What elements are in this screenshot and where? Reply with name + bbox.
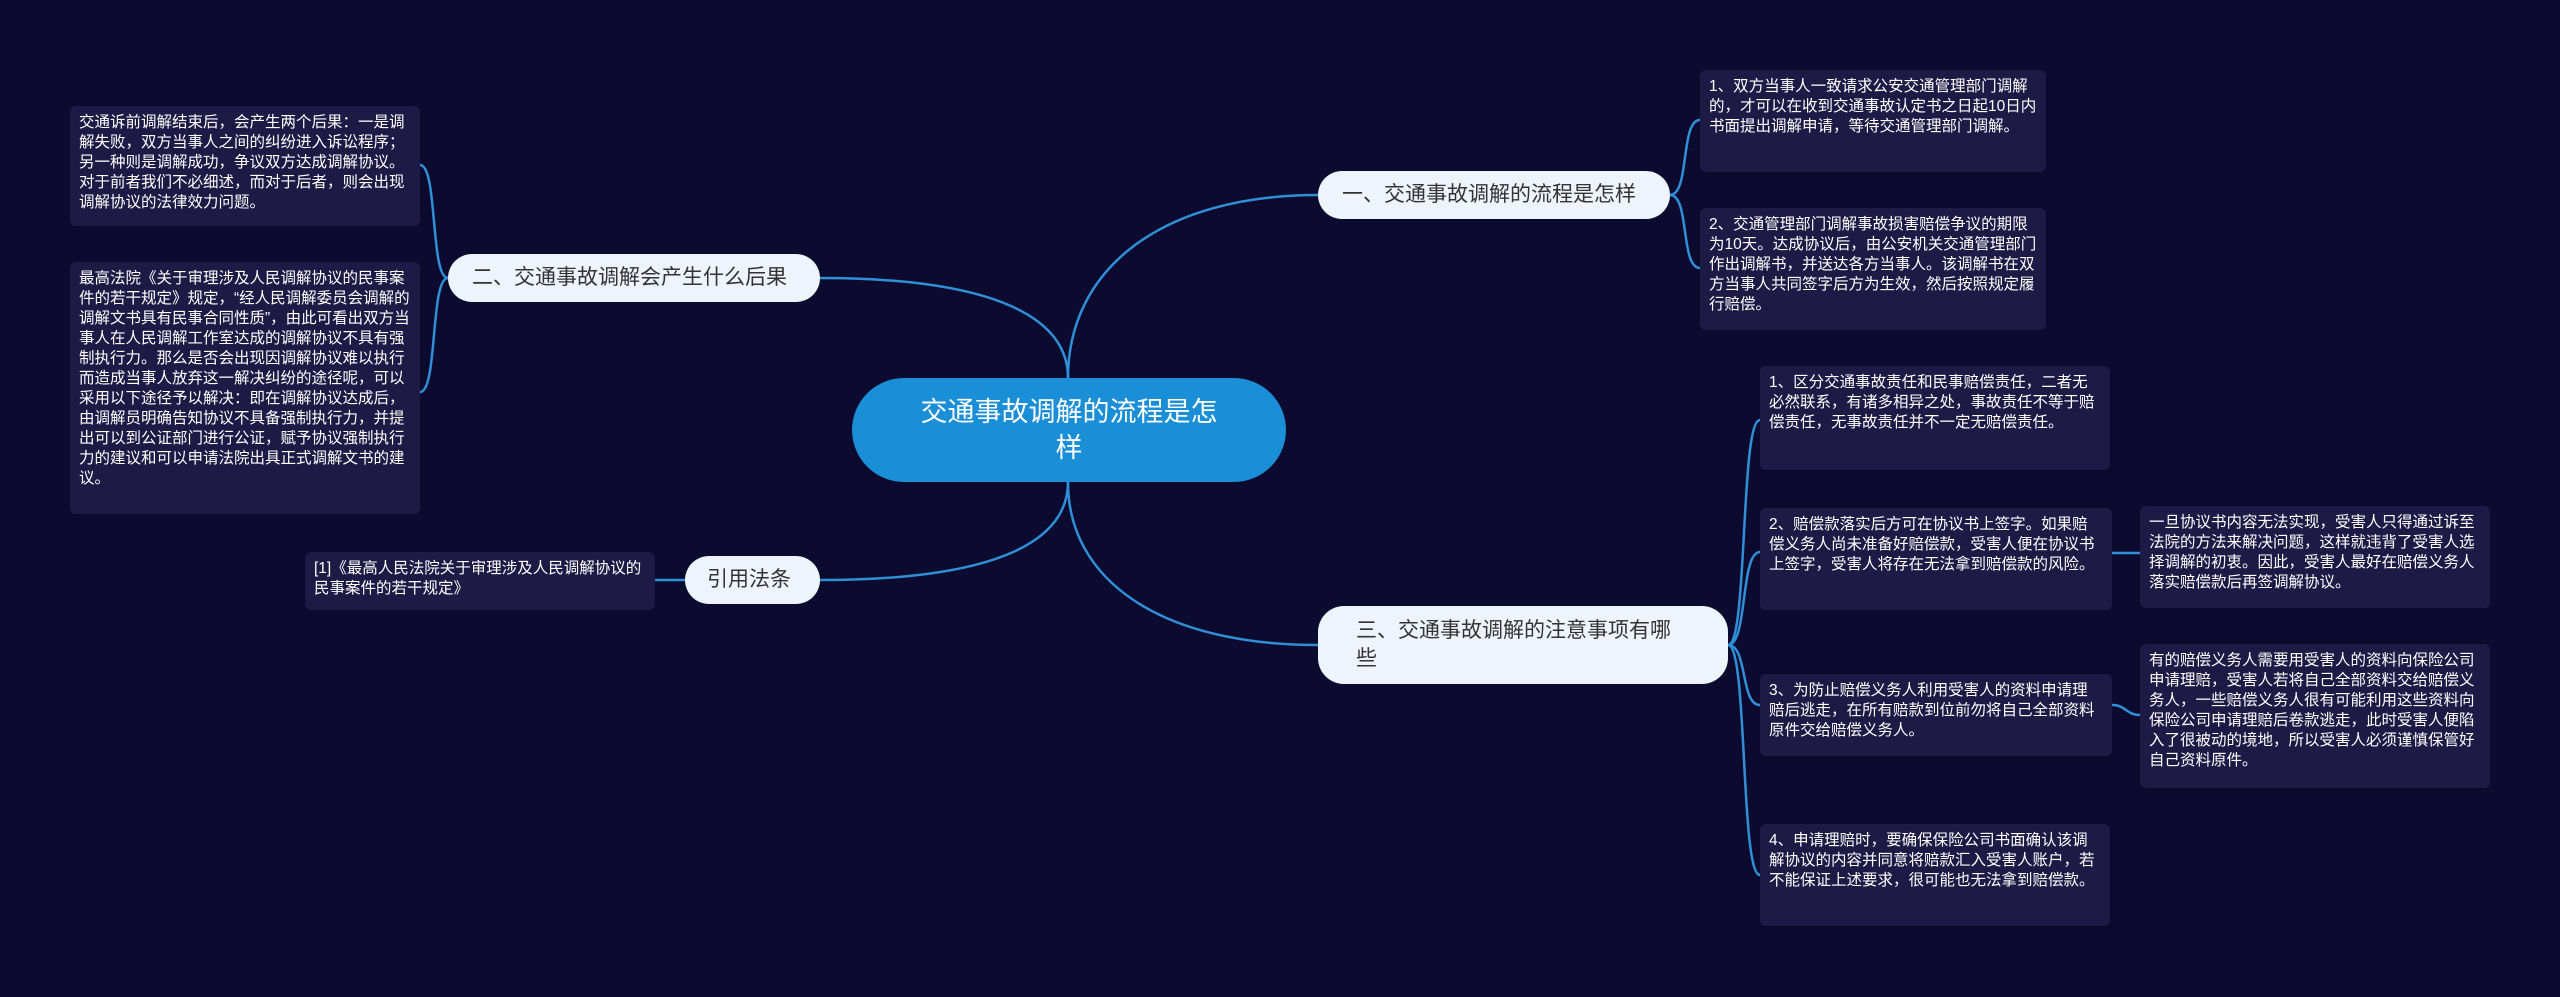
leaf-process-1-text: 1、双方当事人一致请求公安交通管理部门调解的，才可以在收到交通事故认定书之日起1…: [1709, 78, 2037, 135]
leaf-cited-law-1-text: [1]《最高人民法院关于审理涉及人民调解协议的民事案件的若干规定》: [314, 560, 642, 597]
leaf-precautions-3-text: 3、为防止赔偿义务人利用受害人的资料申请理赔后逃走，在所有赔款到位前勿将自己全部…: [1769, 682, 2095, 739]
leaf-precautions-2-detail-text: 一旦协议书内容无法实现，受害人只得通过诉至法院的方法来解决问题，这样就违背了受害…: [2149, 514, 2475, 591]
leaf-process-2-text: 2、交通管理部门调解事故损害赔偿争议的期限为10天。达成协议后，由公安机关交通管…: [1709, 216, 2037, 313]
central-topic-label: 交通事故调解的流程是怎样: [920, 397, 1218, 463]
topic-consequences[interactable]: 二、交通事故调解会产生什么后果: [448, 254, 820, 302]
leaf-precautions-3[interactable]: 3、为防止赔偿义务人利用受害人的资料申请理赔后逃走，在所有赔款到位前勿将自己全部…: [1760, 674, 2112, 756]
leaf-precautions-2-detail[interactable]: 一旦协议书内容无法实现，受害人只得通过诉至法院的方法来解决问题，这样就违背了受害…: [2140, 506, 2490, 608]
leaf-process-2[interactable]: 2、交通管理部门调解事故损害赔偿争议的期限为10天。达成协议后，由公安机关交通管…: [1700, 208, 2046, 330]
leaf-precautions-4[interactable]: 4、申请理赔时，要确保保险公司书面确认该调解协议的内容并同意将赔款汇入受害人账户…: [1760, 824, 2110, 926]
central-topic[interactable]: 交通事故调解的流程是怎样: [852, 378, 1286, 482]
topic-process[interactable]: 一、交通事故调解的流程是怎样: [1318, 171, 1670, 219]
leaf-precautions-1[interactable]: 1、区分交通事故责任和民事赔偿责任，二者无必然联系，有诸多相异之处，事故责任不等…: [1760, 366, 2110, 470]
leaf-precautions-1-text: 1、区分交通事故责任和民事赔偿责任，二者无必然联系，有诸多相异之处，事故责任不等…: [1769, 374, 2095, 431]
leaf-precautions-3-detail-text: 有的赔偿义务人需要用受害人的资料向保险公司申请理赔，受害人若将自己全部资料交给赔…: [2149, 652, 2475, 769]
topic-cited-law[interactable]: 引用法条: [685, 556, 820, 604]
leaf-precautions-3-detail[interactable]: 有的赔偿义务人需要用受害人的资料向保险公司申请理赔，受害人若将自己全部资料交给赔…: [2140, 644, 2490, 788]
leaf-consequences-2-text: 最高法院《关于审理涉及人民调解协议的民事案件的若干规定》规定，“经人民调解委员会…: [79, 270, 410, 487]
topic-precautions[interactable]: 三、交通事故调解的注意事项有哪些: [1318, 606, 1728, 684]
topic-cited-law-label: 引用法条: [707, 568, 791, 591]
leaf-consequences-1[interactable]: 交通诉前调解结束后，会产生两个后果：一是调解失败，双方当事人之间的纠纷进入诉讼程…: [70, 106, 420, 226]
leaf-precautions-2[interactable]: 2、赔偿款落实后方可在协议书上签字。如果赔偿义务人尚未准备好赔偿款，受害人便在协…: [1760, 508, 2112, 610]
leaf-precautions-4-text: 4、申请理赔时，要确保保险公司书面确认该调解协议的内容并同意将赔款汇入受害人账户…: [1769, 832, 2095, 889]
topic-precautions-label: 三、交通事故调解的注意事项有哪些: [1356, 619, 1671, 670]
leaf-consequences-2[interactable]: 最高法院《关于审理涉及人民调解协议的民事案件的若干规定》规定，“经人民调解委员会…: [70, 262, 420, 514]
leaf-process-1[interactable]: 1、双方当事人一致请求公安交通管理部门调解的，才可以在收到交通事故认定书之日起1…: [1700, 70, 2046, 172]
topic-process-label: 一、交通事故调解的流程是怎样: [1342, 183, 1636, 206]
leaf-consequences-1-text: 交通诉前调解结束后，会产生两个后果：一是调解失败，双方当事人之间的纠纷进入诉讼程…: [79, 114, 405, 211]
leaf-precautions-2-text: 2、赔偿款落实后方可在协议书上签字。如果赔偿义务人尚未准备好赔偿款，受害人便在协…: [1769, 516, 2095, 573]
leaf-cited-law-1[interactable]: [1]《最高人民法院关于审理涉及人民调解协议的民事案件的若干规定》: [305, 552, 655, 610]
topic-consequences-label: 二、交通事故调解会产生什么后果: [472, 266, 787, 289]
